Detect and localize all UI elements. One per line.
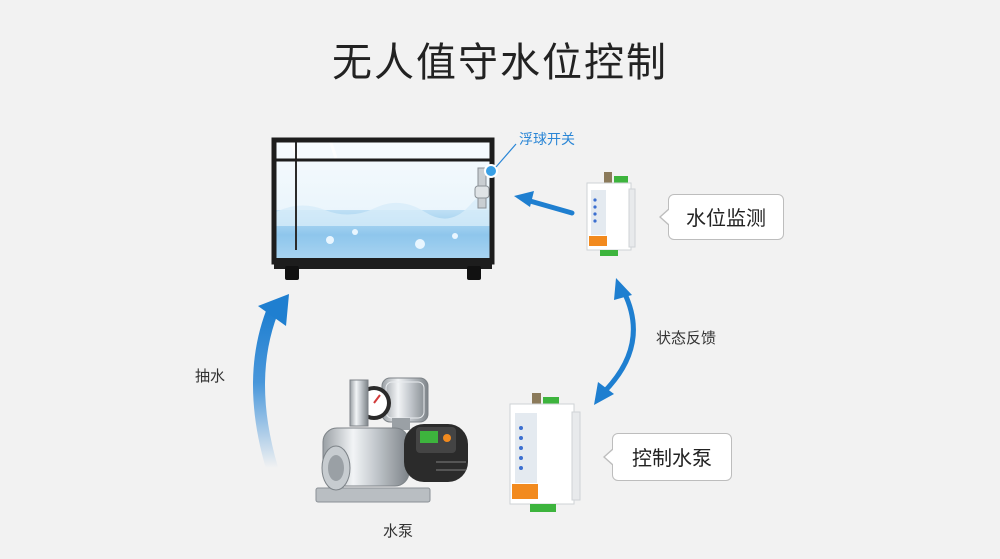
pump-control-callout-text: 控制水泵 [632,446,712,470]
pump-control-device [509,393,581,512]
pump-label: 水泵 [383,522,414,540]
page-title: 无人值守水位控制 [332,40,668,86]
bidirectional-arrow-icon [594,278,636,405]
status-feedback-label: 状态反馈 [656,329,717,347]
level-monitor-callout: 水位监测 [659,194,784,240]
level-monitor-device [586,172,636,256]
draw-water-label: 抽水 [195,367,226,385]
upward-arrow-icon [253,294,289,474]
float-switch-marker [484,164,498,178]
level-monitor-callout-text: 水位监测 [686,206,766,230]
water-pump [315,377,468,503]
signal-arrow-icon [514,191,575,216]
pump-control-callout: 控制水泵 [603,433,732,481]
water-tank [271,137,517,280]
float-switch-label: 浮球开关 [519,132,575,148]
